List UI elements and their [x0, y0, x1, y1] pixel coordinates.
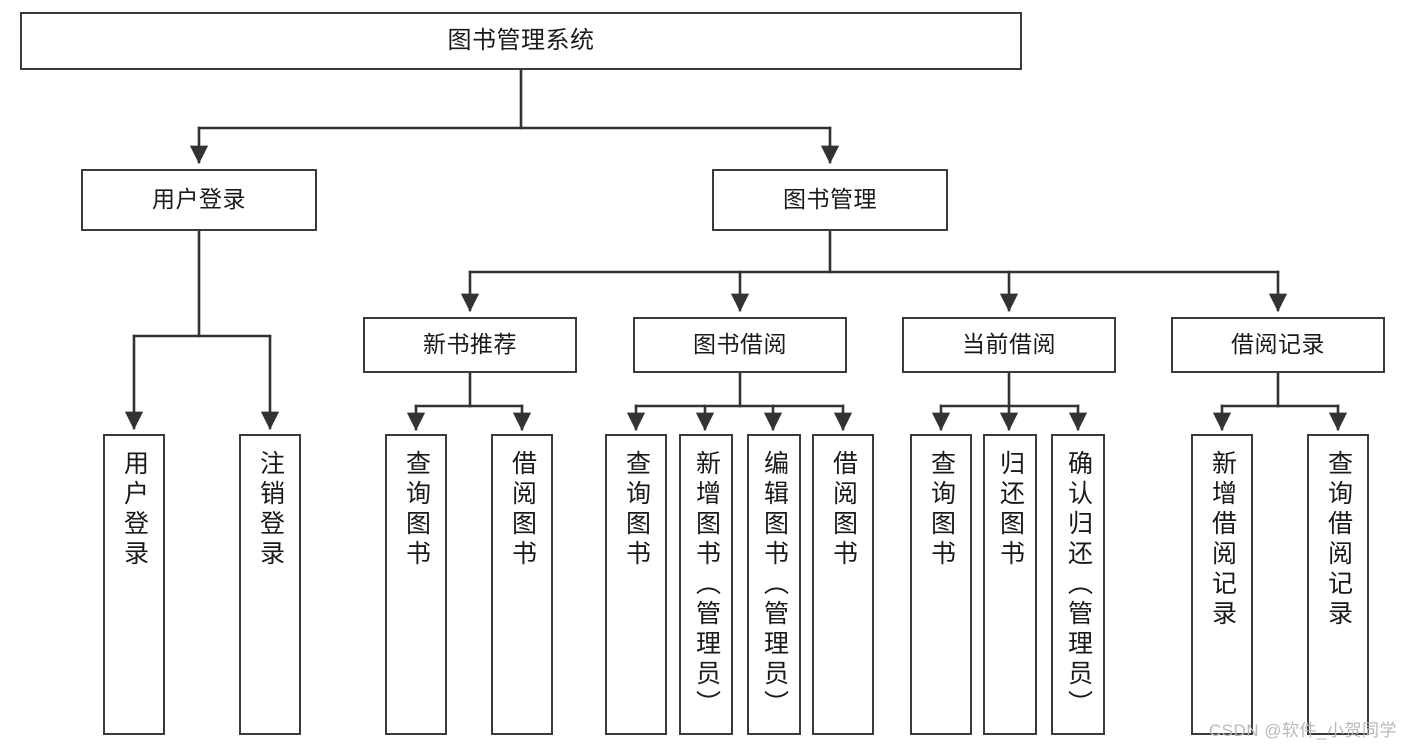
- leaf-user-login-login[interactable]: 用户登录: [103, 434, 165, 735]
- node-borrowing-record-label: 借阅记录: [1231, 331, 1325, 358]
- leaf-borrow-record-add-record-label: 新增借阅记录: [1208, 450, 1237, 630]
- leaf-borrow-record-query-record-label: 查询借阅记录: [1324, 450, 1353, 630]
- leaf-new-book-borrow-book-label: 借阅图书: [508, 450, 537, 570]
- leaf-book-borrow-query-book-label: 查询图书: [622, 450, 651, 570]
- leaf-current-borrow-confirm-return-admin[interactable]: 确认归还（管理员）: [1051, 434, 1105, 735]
- leaf-current-borrow-query-book[interactable]: 查询图书: [910, 434, 972, 735]
- node-book-management-label: 图书管理: [783, 186, 877, 213]
- leaf-book-borrow-add-book-admin-label: 新增图书（管理员）: [692, 450, 721, 720]
- leaf-book-borrow-query-book[interactable]: 查询图书: [605, 434, 667, 735]
- node-root-book-management-system[interactable]: 图书管理系统: [20, 12, 1022, 70]
- node-user-login[interactable]: 用户登录: [81, 169, 317, 231]
- leaf-book-borrow-borrow-book-label: 借阅图书: [829, 450, 858, 570]
- node-current-borrowing[interactable]: 当前借阅: [902, 317, 1116, 373]
- leaf-book-borrow-edit-book-admin[interactable]: 编辑图书（管理员）: [747, 434, 801, 735]
- leaf-book-borrow-add-book-admin[interactable]: 新增图书（管理员）: [679, 434, 733, 735]
- leaf-user-login-logout-label: 注销登录: [256, 450, 285, 570]
- leaf-borrow-record-add-record[interactable]: 新增借阅记录: [1191, 434, 1253, 735]
- leaf-book-borrow-edit-book-admin-label: 编辑图书（管理员）: [760, 450, 789, 720]
- leaf-new-book-borrow-book[interactable]: 借阅图书: [491, 434, 553, 735]
- node-user-login-label: 用户登录: [152, 186, 246, 213]
- leaf-user-login-login-label: 用户登录: [120, 450, 149, 570]
- node-current-borrowing-label: 当前借阅: [962, 331, 1056, 358]
- node-new-book-recommendation[interactable]: 新书推荐: [363, 317, 577, 373]
- leaf-current-borrow-return-book[interactable]: 归还图书: [983, 434, 1037, 735]
- leaf-new-book-query-book-label: 查询图书: [402, 450, 431, 570]
- leaf-book-borrow-borrow-book[interactable]: 借阅图书: [812, 434, 874, 735]
- leaf-new-book-query-book[interactable]: 查询图书: [385, 434, 447, 735]
- node-book-borrowing[interactable]: 图书借阅: [633, 317, 847, 373]
- node-borrowing-record[interactable]: 借阅记录: [1171, 317, 1385, 373]
- node-book-borrowing-label: 图书借阅: [693, 331, 787, 358]
- leaf-current-borrow-confirm-return-admin-label: 确认归还（管理员）: [1064, 450, 1093, 720]
- node-new-book-recommendation-label: 新书推荐: [423, 331, 517, 358]
- node-root-label: 图书管理系统: [447, 26, 595, 54]
- csdn-watermark: CSDN @软件_小贺同学: [1208, 721, 1397, 740]
- leaf-current-borrow-return-book-label: 归还图书: [996, 450, 1025, 570]
- node-book-management[interactable]: 图书管理: [712, 169, 948, 231]
- leaf-current-borrow-query-book-label: 查询图书: [927, 450, 956, 570]
- leaf-user-login-logout[interactable]: 注销登录: [239, 434, 301, 735]
- leaf-borrow-record-query-record[interactable]: 查询借阅记录: [1307, 434, 1369, 735]
